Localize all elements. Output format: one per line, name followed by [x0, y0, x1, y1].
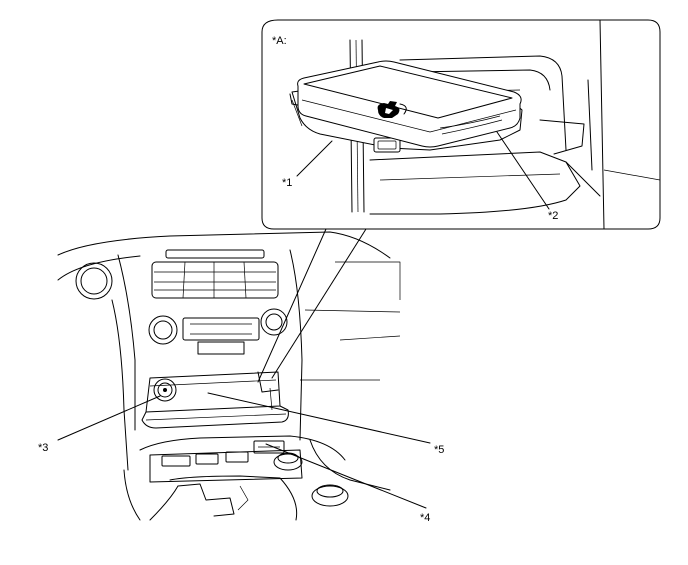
callout-3: *3	[38, 442, 48, 454]
wireless-charging-icon	[377, 101, 407, 118]
inset-connector-lines	[257, 228, 367, 383]
inset-charging-pad	[297, 60, 522, 148]
lower-console	[123, 435, 391, 521]
center-console-drawing	[57, 231, 401, 521]
inset-label: *A:	[272, 35, 287, 47]
leader-5	[207, 392, 431, 444]
console-charger-tray	[141, 371, 289, 429]
leader-lines	[57, 131, 550, 509]
callout-2: *2	[548, 210, 558, 222]
leader-2	[496, 131, 550, 210]
charger-switch	[153, 378, 177, 402]
inset-panel: *A:	[261, 19, 661, 230]
leader-3	[57, 395, 161, 441]
leader-4	[265, 443, 427, 509]
leader-1	[296, 140, 333, 177]
callout-5: *5	[434, 444, 444, 456]
climate-control-panel	[148, 308, 288, 355]
callout-labels: *1 *2 *3 *4 *5	[38, 177, 558, 524]
left-air-vent	[75, 262, 113, 300]
callout-1: *1	[282, 177, 292, 189]
center-air-vents	[151, 249, 279, 299]
callout-4: *4	[420, 512, 430, 524]
